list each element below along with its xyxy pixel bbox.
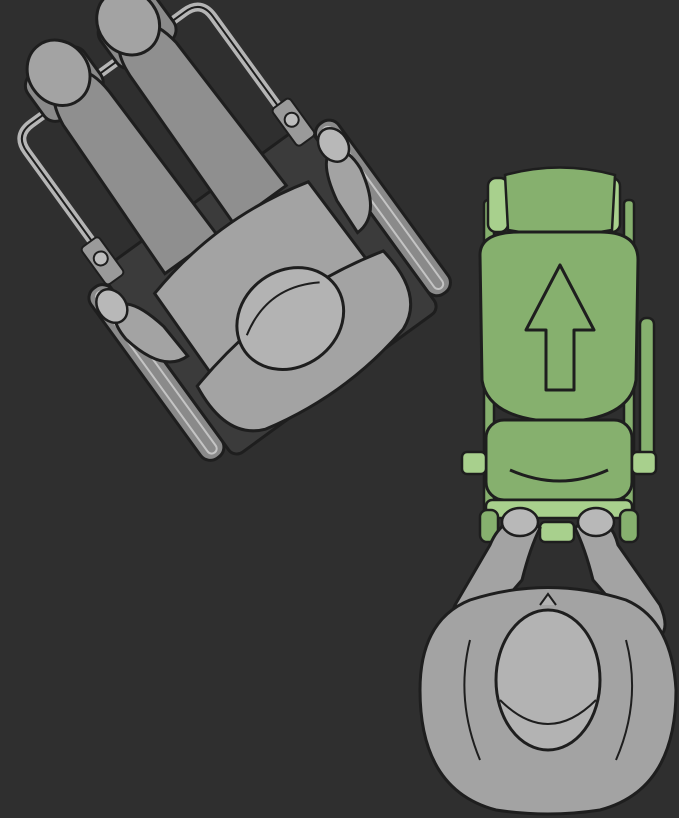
occupied-wheelchair-icon: [0, 0, 464, 477]
caregiver-pushing-icon: [420, 508, 676, 814]
green-shower-commode-chair-icon: [462, 168, 656, 543]
